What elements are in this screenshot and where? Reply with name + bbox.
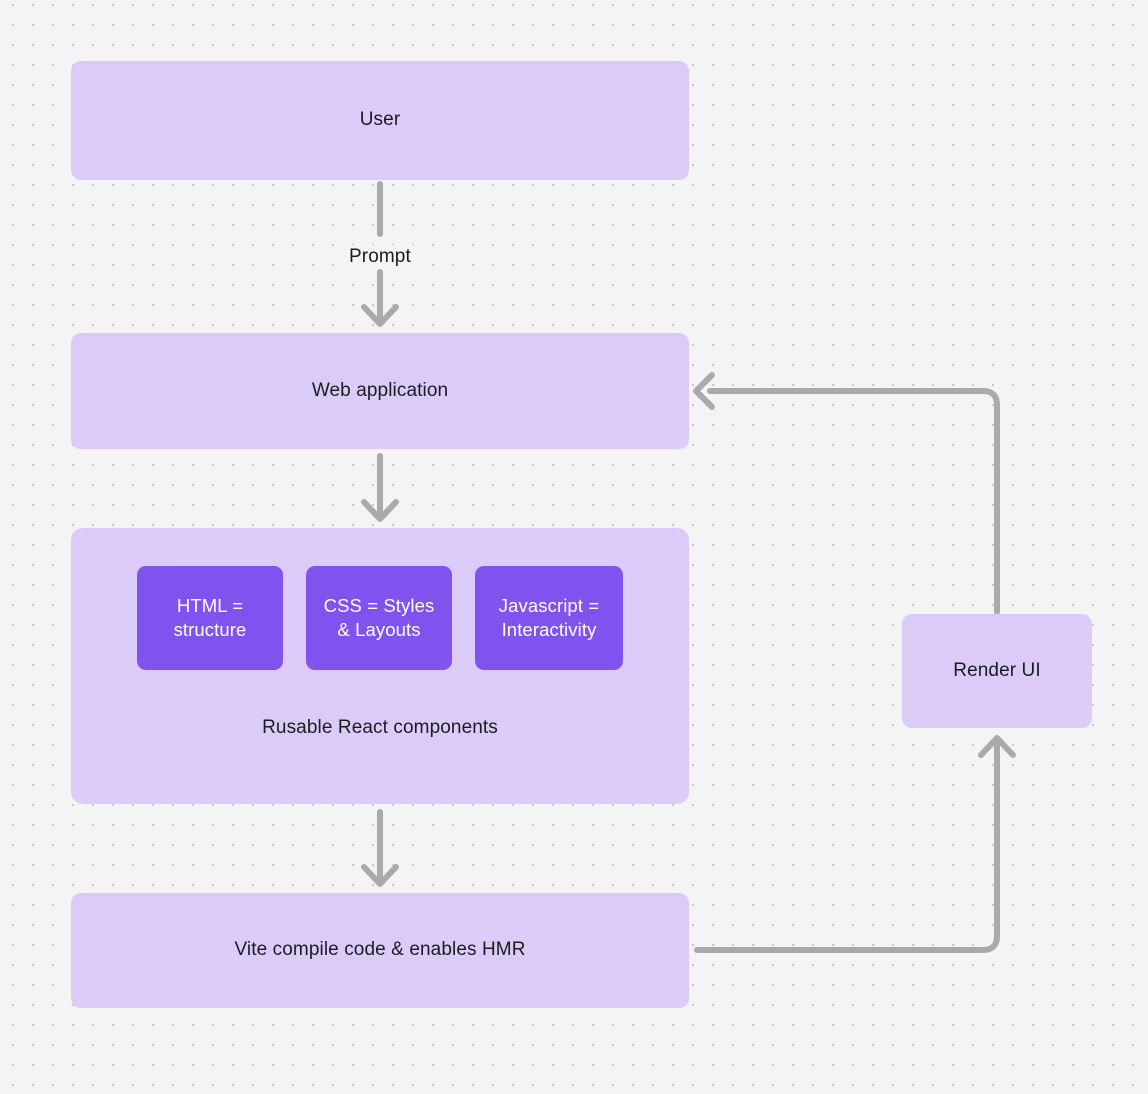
node-web-application[interactable]: Web application (71, 333, 689, 449)
node-render-ui-label: Render UI (953, 659, 1041, 681)
edge-segment (707, 388, 1000, 615)
arrowhead-left (693, 372, 715, 410)
components-caption: Rusable React components (262, 717, 498, 738)
arrowhead-down (361, 864, 399, 887)
chip-javascript-label: Javascript = Interactivity (498, 594, 600, 640)
arrowhead-down (361, 304, 399, 327)
node-components-container[interactable]: HTML = structure CSS = Styles & Layouts … (71, 528, 689, 804)
edge-render-to-webapp (693, 372, 1000, 615)
arrowhead-down (361, 499, 399, 522)
node-vite-label: Vite compile code & enables HMR (234, 939, 526, 961)
edge-webapp-to-components (361, 453, 399, 522)
node-render-ui[interactable]: Render UI (902, 614, 1092, 728)
chip-css[interactable]: CSS = Styles & Layouts (306, 566, 452, 670)
chips-row: HTML = structure CSS = Styles & Layouts … (137, 566, 623, 670)
edge-label-prompt: Prompt (342, 245, 418, 269)
chip-html[interactable]: HTML = structure (137, 566, 283, 670)
chip-html-label: HTML = structure (173, 594, 247, 640)
node-user[interactable]: User (71, 61, 689, 180)
chip-javascript[interactable]: Javascript = Interactivity (475, 566, 623, 670)
node-vite[interactable]: Vite compile code & enables HMR (71, 893, 689, 1008)
edge-segment (694, 737, 1000, 953)
edge-components-to-vite (361, 809, 399, 887)
arrowhead-up (978, 735, 1016, 758)
chip-css-label: CSS = Styles & Layouts (323, 594, 435, 640)
node-web-application-label: Web application (311, 379, 449, 401)
edge-vite-to-render (694, 735, 1016, 953)
node-user-label: User (359, 109, 401, 131)
